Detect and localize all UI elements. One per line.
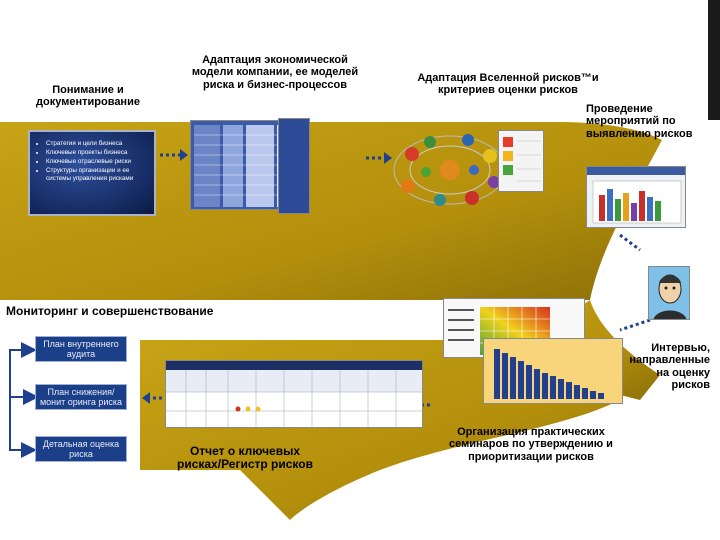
risk-event-screenshot [586,166,686,228]
context-item: Ключевые проекты бизнеса [46,149,148,157]
label-understanding: Понимание и документирование [36,84,140,109]
step-internal-audit: План внутреннего аудита [35,336,127,362]
label-adaptation-model: Адаптация экономической модели компании,… [191,54,359,91]
label-adaptation-universe: Адаптация Вселенной рисков™и критериев о… [417,72,599,97]
label-identification-events: Проведение мероприятий по выявлению риск… [586,103,693,140]
context-panel: Стратегия и цели бизнеса Ключевые проект… [28,130,156,216]
context-item: Структуры организации и ее системы управ… [46,167,148,183]
step-mitigation-plan: План снижения/монит оринга риска [35,384,127,410]
step-detailed-assessment: Детальная оценка риска [35,436,127,462]
label-monitoring: Мониторинг и совершенствование [6,304,214,318]
ranking-chart-screenshot [483,338,623,404]
side-bar [708,0,720,120]
risk-register-screenshot [165,360,423,428]
model-panel-image [278,118,310,214]
label-interviews: Интервью, направленные на оценку рисков [629,342,710,391]
risk-criteria-table [498,130,544,192]
interviewer-portrait [648,266,690,320]
context-item: Ключевые отраслевые риски [46,158,148,166]
context-item: Стратегия и цели бизнеса [46,140,148,148]
label-report: Отчет о ключевых рисках/Регистр рисков [177,444,313,472]
label-seminars: Организация практических семинаров по ут… [449,426,613,463]
risk-universe-wheel [393,134,507,206]
